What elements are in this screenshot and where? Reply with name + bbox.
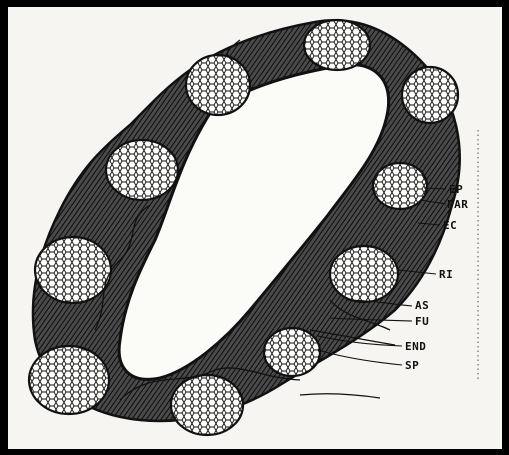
label-ec: EC — [443, 219, 457, 232]
label-end: END — [405, 340, 426, 353]
label-fu: FU — [415, 315, 429, 328]
label-ri: RI — [439, 268, 453, 281]
cell-mass — [330, 246, 398, 302]
cell-mass — [171, 375, 243, 435]
label-as: AS — [415, 299, 429, 312]
cell-mass — [35, 237, 111, 303]
cell-mass — [402, 67, 458, 123]
label-par: PAR — [447, 198, 468, 211]
cell-mass — [186, 55, 250, 115]
cell-mass — [304, 20, 370, 70]
cell-mass — [373, 163, 427, 209]
label-sp: SP — [405, 359, 419, 372]
cell-mass — [106, 140, 178, 200]
cell-mass — [29, 346, 109, 414]
cell-mass — [264, 328, 320, 376]
label-ep: EP — [449, 183, 463, 196]
